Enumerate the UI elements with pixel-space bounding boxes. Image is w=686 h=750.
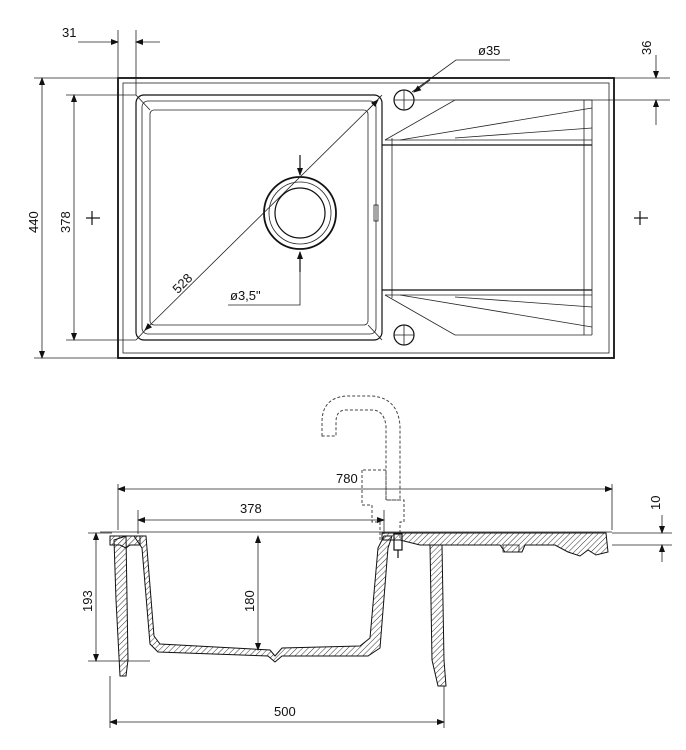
total-depth-dimension: 440	[26, 211, 41, 233]
height-dimension: 193	[80, 590, 95, 612]
drainer-board	[381, 99, 593, 336]
top-view: ø3,5" 528	[26, 25, 670, 359]
side-view: 780 378 10 193 180 500	[80, 395, 672, 728]
sink-inner-outline	[122, 82, 610, 354]
hole-offset-dimension: 36	[639, 41, 654, 55]
tap-hole-icon	[393, 89, 415, 111]
drainer-foot	[502, 544, 520, 553]
sink-outline	[117, 77, 615, 359]
tap-hole-icon	[393, 324, 415, 346]
bowl-depth-dimension: 378	[58, 211, 73, 233]
bowl-width-dimension: 378	[240, 501, 262, 516]
total-width-dimension: 780	[336, 471, 358, 486]
diagonal-dimension-line	[144, 99, 379, 331]
thickness-dimension: 10	[648, 496, 663, 510]
drain-dimension: ø3,5"	[230, 288, 261, 303]
faucet-icon	[321, 395, 401, 501]
overhang-dimension: 31	[62, 25, 76, 40]
bowl-height-dimension: 180	[242, 590, 257, 612]
cabinet-width-dimension: 500	[274, 704, 296, 719]
overflow-slot	[373, 204, 379, 222]
diagonal-dimension: 528	[169, 270, 195, 296]
drain-icon	[263, 176, 337, 250]
hole-diameter-dimension: ø35	[478, 43, 500, 58]
